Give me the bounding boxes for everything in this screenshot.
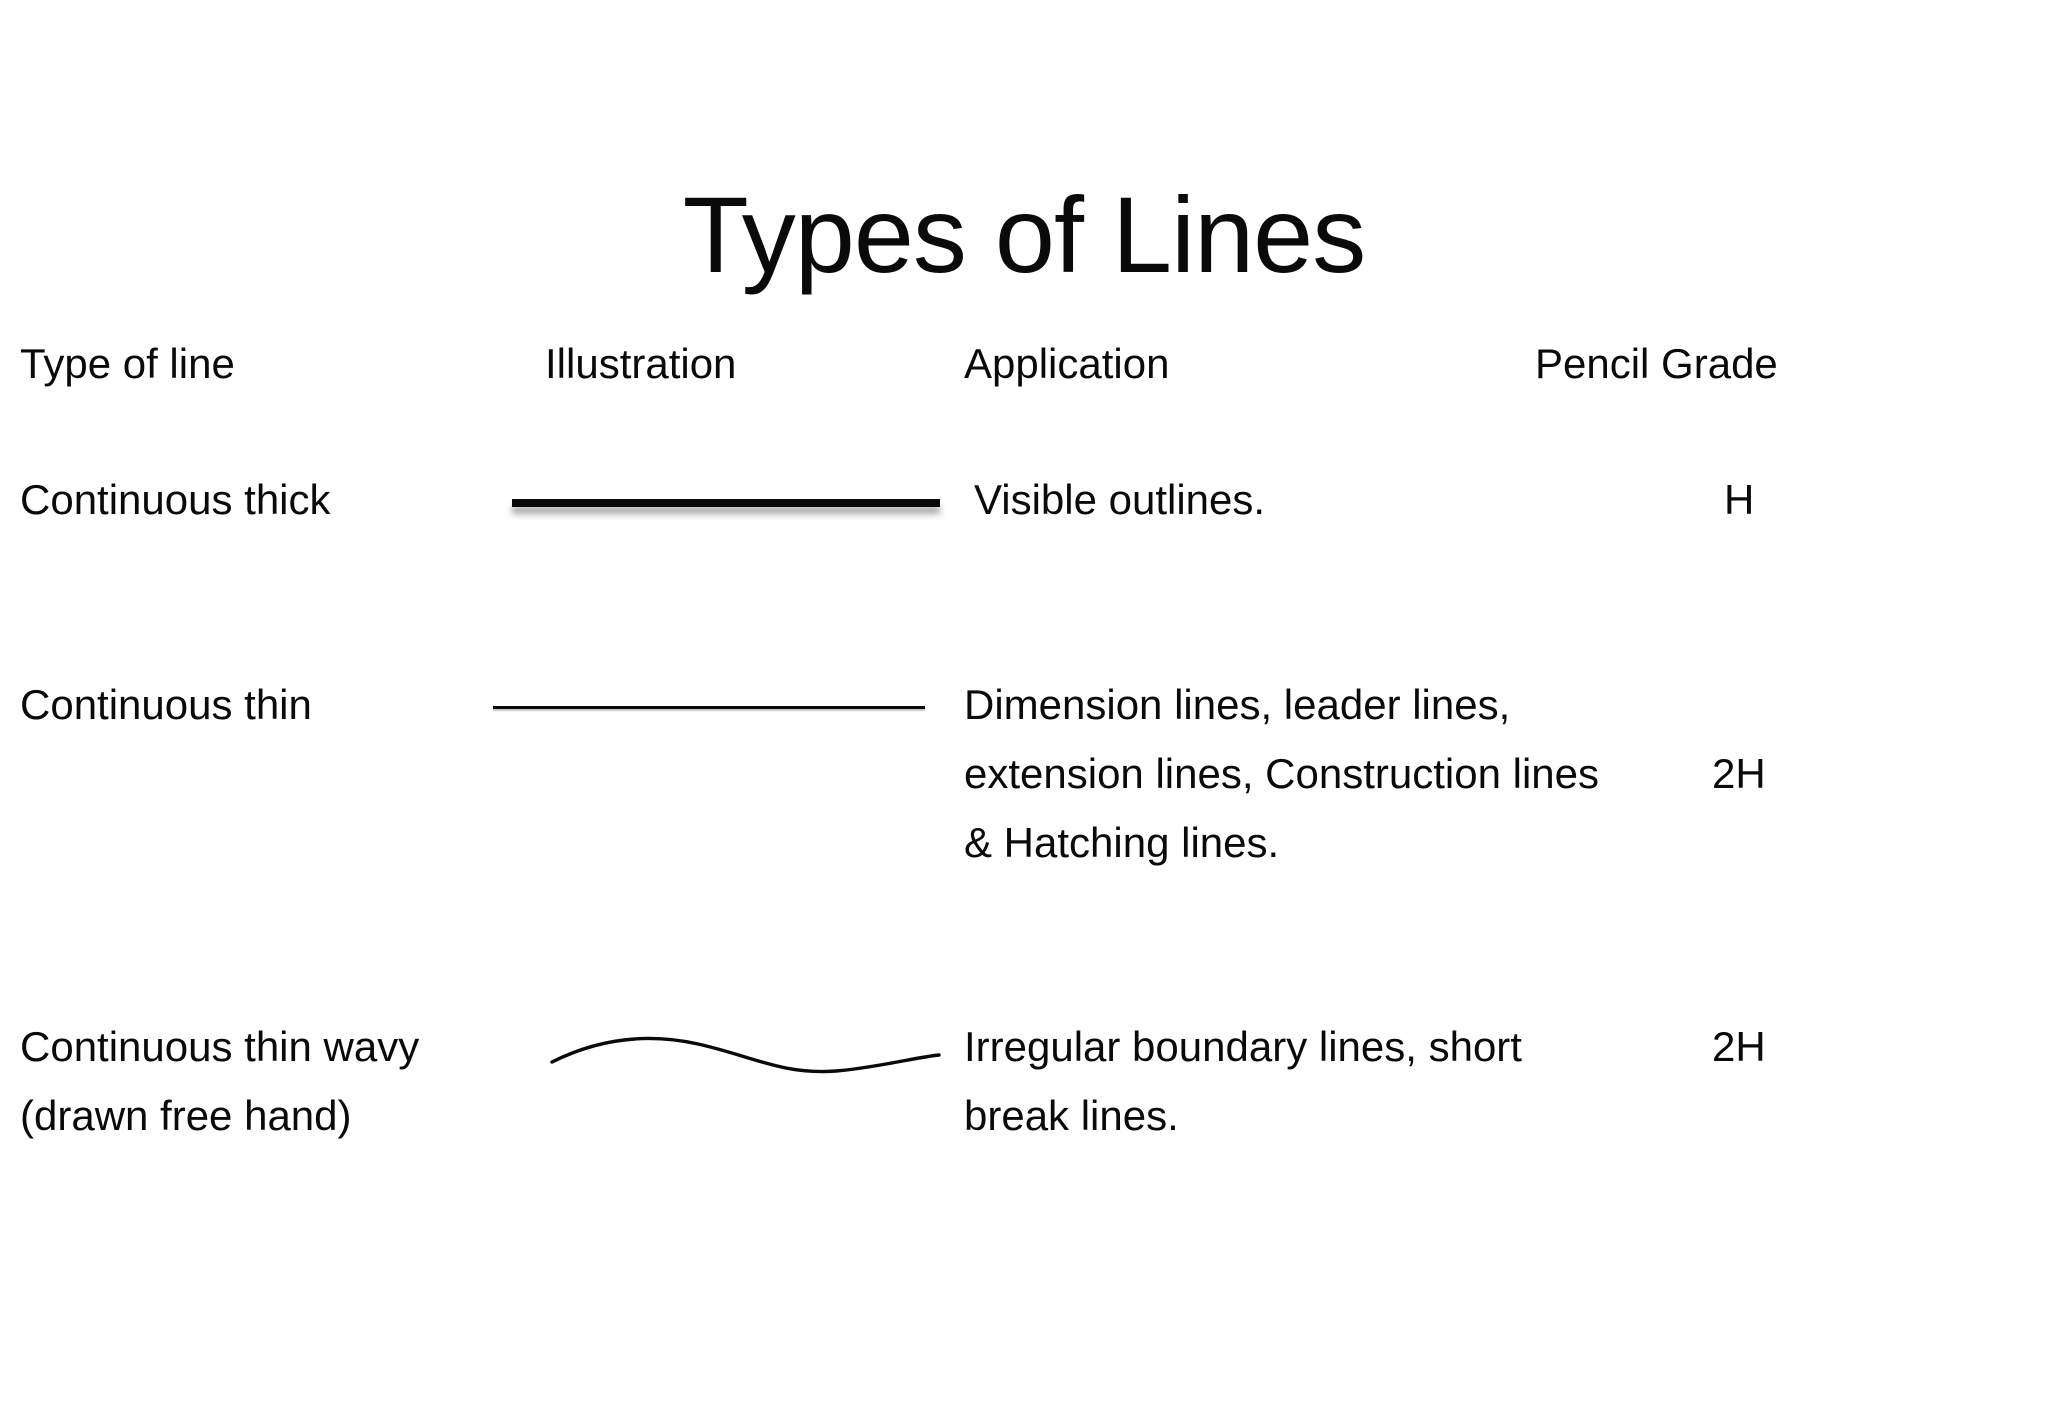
column-header-application: Application [964, 340, 1170, 387]
row-type-label: Continuous thin [20, 681, 312, 728]
application-line: Dimension lines, leader lines, [964, 681, 1511, 728]
column-header-type-of-line: Type of line [20, 340, 235, 387]
application-line: extension lines, Construction lines [964, 750, 1600, 797]
row-type-label: Continuous thin wavy (drawn free hand) [20, 1012, 419, 1150]
application-line: break lines. [964, 1092, 1179, 1139]
application-text: Visible outlines. [974, 476, 1266, 523]
pencil-grade-value: H [1724, 476, 1755, 523]
thin-line-illustration [493, 706, 925, 709]
application-text: Irregular boundary lines, short break li… [964, 1012, 1522, 1150]
application-line: Irregular boundary lines, short [964, 1023, 1522, 1070]
application-text: Dimension lines, leader lines, extension… [964, 670, 1599, 877]
pencil-grade-value: 2H [1712, 750, 1766, 797]
thick-line-illustration [512, 499, 940, 507]
application-line: & Hatching lines. [964, 819, 1280, 866]
row-type-line: (drawn free hand) [20, 1092, 352, 1139]
wavy-line-illustration [548, 1024, 943, 1084]
column-header-pencil-grade: Pencil Grade [1535, 340, 1778, 387]
row-type-line: Continuous thin wavy [20, 1023, 420, 1070]
column-header-illustration: Illustration [545, 340, 737, 387]
pencil-grade-value: 2H [1712, 1023, 1766, 1070]
page-title: Types of Lines [682, 174, 1366, 296]
row-type-label: Continuous thick [20, 476, 331, 523]
